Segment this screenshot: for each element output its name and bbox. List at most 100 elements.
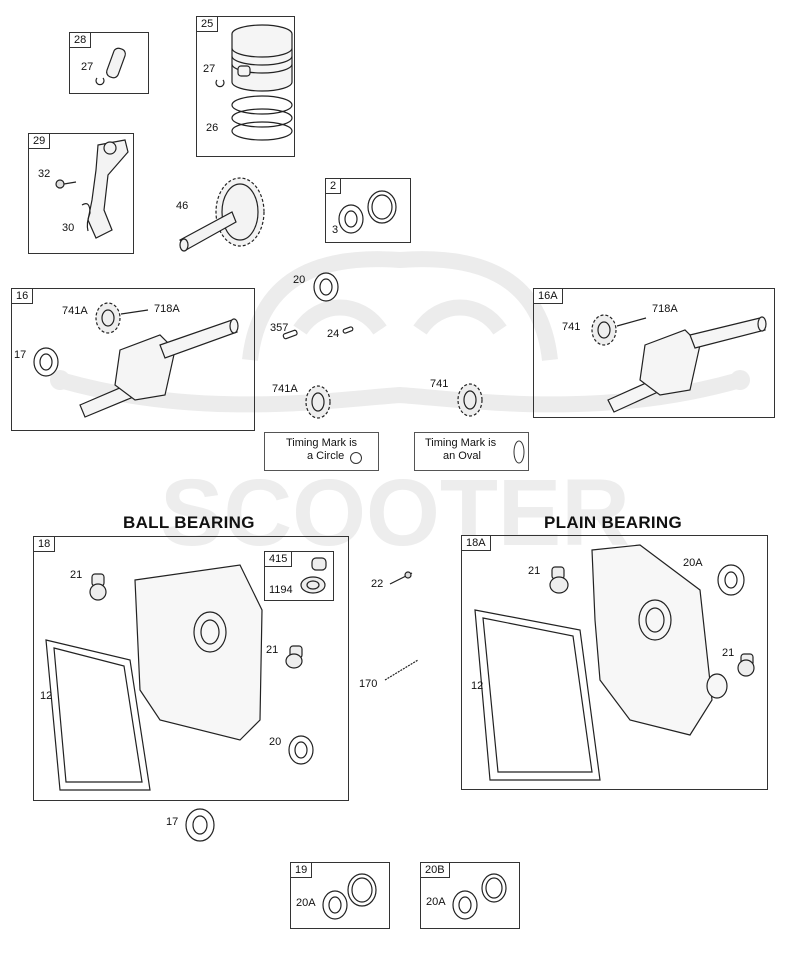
breather-plug-icon [285,645,303,669]
callout-label: 20A [683,557,703,569]
callout-label: 741 [430,378,449,390]
crankshaft-icon [607,316,767,413]
oil-seal-icon [288,735,314,765]
callout-label: 3 [332,224,339,236]
part-box-18a: 18A [461,535,768,790]
part-box-16: 16 [11,288,255,431]
callout-label: 12 [40,690,53,702]
part-box-tag: 18A [462,536,491,551]
bearing-icon [33,347,59,377]
bolt-icon [389,571,413,585]
piston-rings-icon [231,95,293,141]
callout-label: 741A [272,383,298,395]
callout-label: 30 [62,222,75,234]
breather-plug-icon [737,653,755,677]
part-box-18: 18 [33,536,349,801]
callout-label: 718A [652,303,678,315]
part-box-16a: 16A [533,288,775,418]
gasket-icon [474,609,601,781]
retainer-clip-icon [215,79,225,88]
timing-note-line: an Oval [443,450,481,462]
callout-label: 20 [269,736,282,748]
callout-label: 718A [154,303,180,315]
part-box-tag: 16A [534,289,563,304]
key-icon [282,329,298,340]
crank-gear-icon [305,385,331,419]
callout-label: 21 [528,565,541,577]
part-box-tag: 19 [291,863,313,878]
callout-label: 20A [296,897,316,909]
part-box-415: 415 [264,551,334,601]
callout-label: 46 [176,200,189,212]
callout-label: 27 [203,63,216,75]
callout-label: 741 [562,321,581,333]
callout-label: 170 [359,678,378,690]
timing-note-line: Timing Mark is [425,437,497,449]
piston-pin-icon [106,47,126,79]
cam-gear-icon [179,177,265,252]
connecting-rod-icon [87,139,129,239]
part-box-tag: 2 [326,179,342,194]
callout-label: 20A [426,896,446,908]
callout-label: 12 [471,680,484,692]
stud-icon [384,659,419,681]
crankcase-cover-icon [134,564,263,741]
breather-plug-icon [549,566,569,594]
pin-icon [342,326,354,334]
crank-gear-icon [95,302,121,334]
callout-label: 357 [270,322,289,334]
part-box-20b: 20B [420,862,520,929]
crank-gear-icon [457,383,483,417]
part-box-28: 28 [69,32,149,94]
part-box-tag: 18 [34,537,56,552]
crank-gear-icon [591,314,617,346]
oil-seal-icon [322,890,348,920]
section-title-plain-bearing: PLAIN BEARING [544,513,683,532]
part-box-tag: 29 [29,134,51,149]
oval-mark-icon [513,440,525,464]
callout-label: 22 [371,578,384,590]
callout-label: 27 [81,61,94,73]
retainer-clip-icon [95,77,105,86]
timing-note-circle: Timing Mark is a Circle [264,432,379,471]
part-box-29: 29 [28,133,134,254]
timing-note-line: a Circle [307,450,345,462]
oil-seal-icon [452,890,478,920]
breather-plug-icon [89,573,107,601]
oil-seal-icon [717,564,745,596]
seal-ring-icon [338,204,364,234]
callout-label: 24 [327,328,340,340]
bolt-icon [55,179,77,189]
part-box-2: 2 [325,178,411,243]
callout-label: 21 [722,647,735,659]
callout-label: 1194 [269,584,293,596]
part-box-tag: 16 [12,289,34,304]
callout-label: 21 [70,569,83,581]
bushing-icon [347,873,377,907]
bushing-icon [481,873,507,903]
gasket-icon [45,639,151,791]
drain-plug-icon [300,557,327,594]
oil-dipper-icon [81,203,91,232]
part-box-25: 25 [196,16,295,157]
part-box-tag: 20B [421,863,450,878]
part-box-tag: 28 [70,33,92,48]
timing-note-line: Timing Mark is [285,437,358,449]
part-box-19: 19 [290,862,390,929]
part-box-tag: 415 [265,552,293,567]
callout-label: 26 [206,122,219,134]
oil-seal-icon [313,272,339,302]
callout-label: 21 [266,644,279,656]
part-box-tag: 25 [197,17,219,32]
bushing-icon [367,190,397,224]
callout-label: 741A [62,305,88,317]
callout-label: 17 [14,349,27,361]
circle-mark-icon [350,452,362,464]
callout-label: 32 [38,168,51,180]
piston-icon [231,24,293,92]
callout-label: 20 [293,274,306,286]
crankcase-cover-icon [591,544,728,736]
callout-label: 17 [166,816,179,828]
bearing-icon [185,808,215,842]
